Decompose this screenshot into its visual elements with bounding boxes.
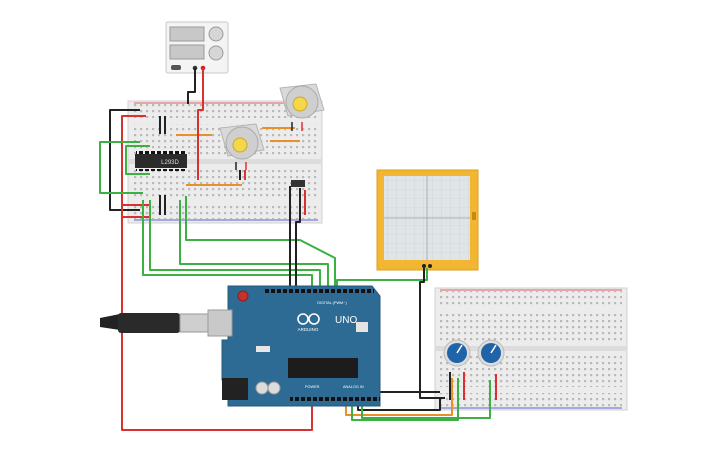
- atmega-chip: [288, 358, 358, 378]
- reset-button[interactable]: [237, 290, 249, 302]
- power-supply[interactable]: [165, 21, 229, 74]
- dc-motor-2[interactable]: [219, 123, 265, 170]
- arduino-uno[interactable]: ARDUINO UNO DIGITAL (PWM~) POWER ANALOG …: [207, 285, 381, 407]
- power-switch[interactable]: [171, 65, 181, 70]
- oscilloscope[interactable]: [376, 169, 479, 271]
- analog-label: ANALOG IN: [343, 385, 364, 389]
- usb-cable[interactable]: [100, 313, 209, 333]
- dc-motor-1[interactable]: [279, 83, 325, 131]
- usb-port[interactable]: [207, 309, 233, 337]
- dc-motor-icon: [292, 96, 308, 112]
- motor-driver-chip[interactable]: L293D: [135, 151, 187, 171]
- wire-ps-black: [187, 68, 196, 104]
- digital-label: DIGITAL (PWM~): [317, 301, 347, 305]
- arduino-brand: ARDUINO: [298, 327, 319, 332]
- voltage-knob-icon[interactable]: [208, 26, 224, 42]
- dc-jack[interactable]: [222, 378, 248, 400]
- usb-cable-icon: [118, 313, 180, 333]
- wire-red-loop: [121, 204, 313, 431]
- dc-motor-icon: [232, 137, 248, 153]
- arduino-model: UNO: [335, 315, 357, 326]
- digital-header[interactable]: [264, 289, 374, 295]
- current-knob-icon[interactable]: [208, 45, 224, 61]
- slide-switch[interactable]: [291, 180, 305, 187]
- wire-ps-red: [197, 68, 204, 180]
- arduino-logo-icon: [297, 313, 320, 325]
- potentiometer-2[interactable]: [477, 339, 505, 367]
- power-analog-header[interactable]: [290, 395, 380, 401]
- jumper-strips: [159, 116, 300, 215]
- power-label: POWER: [305, 385, 320, 389]
- potentiometer-1[interactable]: [443, 339, 471, 367]
- chip-label: L293D: [161, 160, 179, 166]
